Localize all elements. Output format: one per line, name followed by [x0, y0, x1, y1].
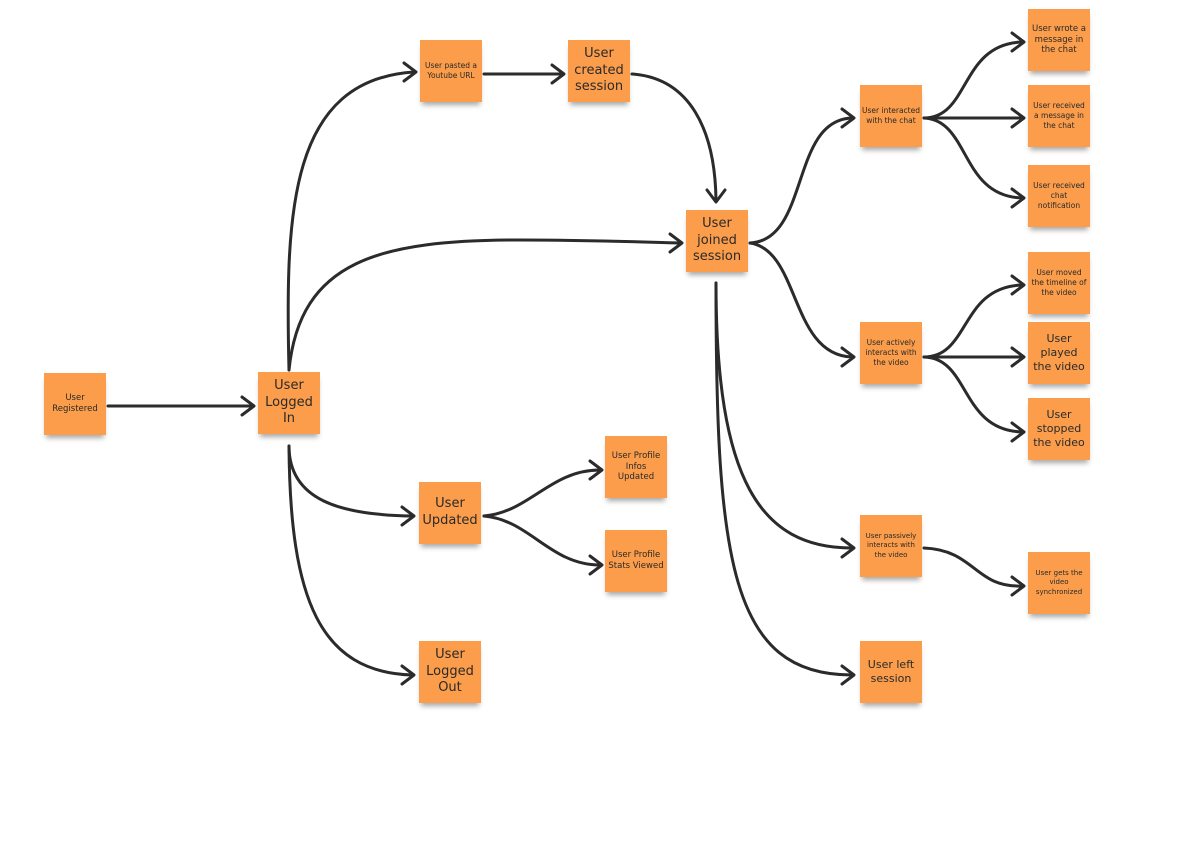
- note-user-pasted-youtube-url[interactable]: User pasted a Youtube URL: [420, 40, 482, 102]
- arrow-updated-to-profile-stats: [482, 514, 602, 567]
- note-user-passively-interacts-video[interactable]: User passively interacts with the video: [860, 515, 922, 577]
- arrow-logged-in-to-logged-out: [287, 444, 414, 677]
- arrow-joined-to-left-session: [714, 281, 854, 677]
- note-user-registered[interactable]: User Registered: [44, 373, 106, 435]
- arrowhead: [240, 395, 256, 417]
- arrowhead: [550, 63, 566, 85]
- note-user-logged-out[interactable]: User Logged Out: [419, 641, 481, 703]
- arrow-chat-to-notification: [922, 116, 1024, 200]
- arrowhead: [400, 664, 416, 686]
- arrow-joined-to-actively: [748, 241, 854, 359]
- arrowhead: [840, 537, 856, 559]
- note-user-actively-interacts-video[interactable]: User actively interacts with the video: [860, 322, 922, 384]
- arrowhead: [1010, 187, 1026, 209]
- note-user-moved-timeline[interactable]: User moved the timeline of the video: [1028, 252, 1090, 314]
- note-user-updated[interactable]: User Updated: [419, 482, 481, 544]
- arrow-logged-in-to-pasted-url: [286, 70, 416, 372]
- note-user-gets-video-synchronized[interactable]: User gets the video synchronized: [1028, 552, 1090, 614]
- note-user-interacted-chat[interactable]: User interacted with the chat: [860, 85, 922, 147]
- note-user-stopped-video[interactable]: User stopped the video: [1028, 398, 1090, 460]
- arrowhead: [840, 346, 856, 368]
- arrowhead: [840, 107, 856, 129]
- arrowhead: [1010, 421, 1026, 443]
- arrowhead: [400, 505, 416, 527]
- arrow-joined-to-passively: [714, 281, 854, 550]
- note-user-created-session[interactable]: User created session: [568, 40, 630, 102]
- note-user-wrote-message[interactable]: User wrote a message in the chat: [1028, 9, 1090, 71]
- note-user-played-video[interactable]: User played the video: [1028, 322, 1090, 384]
- note-user-profile-stats-viewed[interactable]: User Profile Stats Viewed: [605, 530, 667, 592]
- note-user-profile-infos-updated[interactable]: User Profile Infos Updated: [605, 436, 667, 498]
- arrow-updated-to-profile-infos: [482, 468, 602, 518]
- arrow-actively-to-stopped: [922, 355, 1024, 434]
- note-user-left-session[interactable]: User left session: [860, 641, 922, 703]
- note-user-joined-session[interactable]: User joined session: [686, 210, 748, 272]
- arrow-actively-to-timeline: [922, 283, 1024, 359]
- note-user-received-chat-notification[interactable]: User received chat notification: [1028, 165, 1090, 227]
- arrow-created-session-to-joined-session: [630, 72, 718, 202]
- arrowhead: [1010, 575, 1026, 597]
- note-user-logged-in[interactable]: User Logged In: [258, 372, 320, 434]
- arrow-chat-to-wrote: [922, 40, 1024, 120]
- arrowhead: [588, 459, 604, 481]
- arrowhead: [588, 554, 604, 576]
- arrowhead: [1010, 274, 1026, 296]
- arrowhead: [1010, 107, 1026, 129]
- arrowhead: [1010, 31, 1026, 53]
- arrow-logged-in-to-updated: [287, 444, 414, 518]
- arrow-logged-in-to-joined-session: [287, 238, 682, 372]
- arrowhead: [668, 232, 684, 254]
- arrowhead: [840, 664, 856, 686]
- note-user-received-message[interactable]: User received a message in the chat: [1028, 85, 1090, 147]
- arrowhead: [1010, 346, 1026, 368]
- arrowhead: [705, 188, 727, 204]
- arrow-passively-to-synchronized: [922, 546, 1024, 588]
- arrow-joined-to-chat: [748, 116, 854, 245]
- arrowhead: [402, 61, 418, 83]
